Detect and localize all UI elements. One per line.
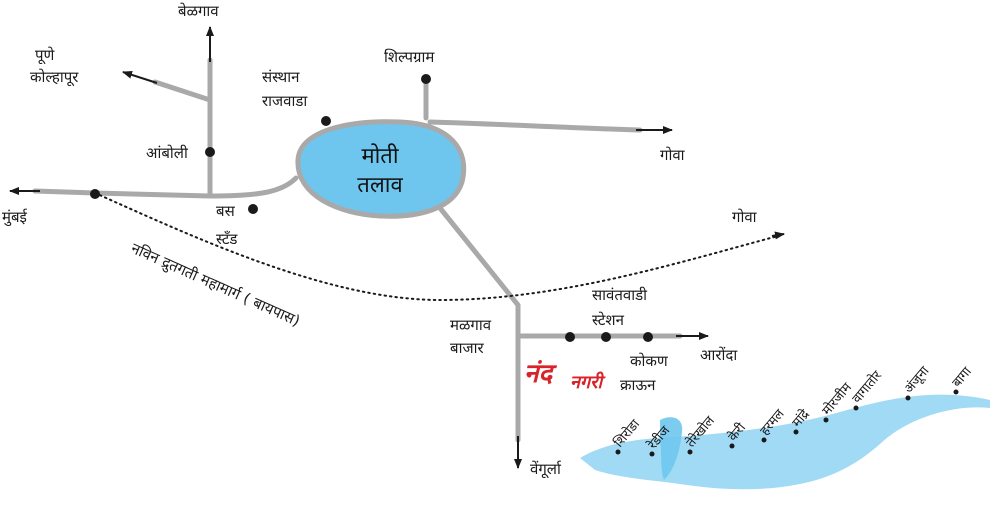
- label-goa-top: गोवा: [660, 146, 686, 164]
- label-mumbai: मुंबई: [2, 208, 28, 227]
- beach-marker: [649, 451, 655, 457]
- label-amboli: आंबोली: [146, 144, 189, 162]
- river-inlet: [660, 417, 683, 480]
- marker-nandnagari: [565, 332, 575, 342]
- label-malgaon: मळगाव: [450, 316, 492, 334]
- label-belgaon: बेळगाव: [178, 2, 219, 20]
- label-vengurla: वेंगूर्ला: [530, 460, 562, 479]
- label-rajwada: राजवाडा: [262, 92, 308, 110]
- road-arrows: [9, 26, 785, 469]
- arrow-goa-bypass: [771, 231, 785, 240]
- beach-marker: [729, 443, 735, 449]
- beach-marker: [823, 417, 829, 423]
- label-shilpgram: शिल्पग्राम: [384, 48, 435, 66]
- label-kolhapur: कोल्हापूर: [30, 68, 79, 87]
- nandnagari-logo: नंद नगरी: [524, 359, 606, 393]
- beach-label: अंजूना: [902, 363, 933, 396]
- road-kolhapur: [152, 79, 213, 103]
- label-aronda: आरोंदा: [700, 346, 738, 364]
- label-bypass-road: नविन द्रुतगती महामार्ग ( बायपास): [128, 239, 303, 331]
- marker-bus-stand: [248, 204, 258, 214]
- beach-marker: [793, 429, 799, 435]
- beach-marker: [853, 405, 859, 411]
- brand-part2: नगरी: [570, 371, 606, 393]
- lake-label-line1: मोती: [361, 143, 398, 169]
- arrow-kolhapur: [122, 70, 158, 84]
- marker-konkan-crown: [643, 332, 653, 342]
- label-bus: बस: [216, 202, 236, 220]
- beach-marker: [761, 437, 767, 443]
- marker-bypass-junction: [90, 189, 100, 199]
- brand-part1: नंद: [524, 359, 557, 389]
- beach-label: वागातोर: [849, 367, 886, 406]
- marker-station: [601, 332, 611, 342]
- bypass-route: [94, 192, 779, 302]
- label-station: स्टेशन: [592, 311, 625, 329]
- sea-area: [580, 394, 990, 490]
- marker-amboli: [205, 147, 215, 157]
- label-pune: पूणे: [35, 46, 56, 65]
- beach-marker: [953, 389, 959, 395]
- label-sawantwadi: सावंतवाडी: [592, 286, 648, 304]
- beach-label: बागा: [950, 364, 976, 391]
- label-goa-bypass: गोवा: [732, 208, 758, 226]
- beach-marker: [905, 395, 911, 401]
- label-bazar: बाजार: [450, 339, 484, 357]
- label-sansthan: संस्थान: [262, 68, 300, 86]
- label-crown: क्राऊन: [620, 376, 656, 394]
- moti-talav-lake: [295, 119, 467, 219]
- location-markers: [90, 74, 653, 342]
- beach-marker: [687, 449, 693, 455]
- marker-shilpgram: [421, 74, 431, 84]
- road-goa-top: [427, 119, 643, 133]
- beach-marker: [615, 449, 621, 455]
- lake-label-line2: तलाव: [357, 173, 403, 198]
- road-mumbai-lake: [32, 175, 299, 199]
- road-malgaon: [437, 205, 521, 443]
- marker-sansthan: [321, 116, 331, 126]
- label-stand: स्टँड: [216, 230, 238, 248]
- road-network: [32, 57, 683, 443]
- label-konkan: कोकण: [630, 352, 669, 370]
